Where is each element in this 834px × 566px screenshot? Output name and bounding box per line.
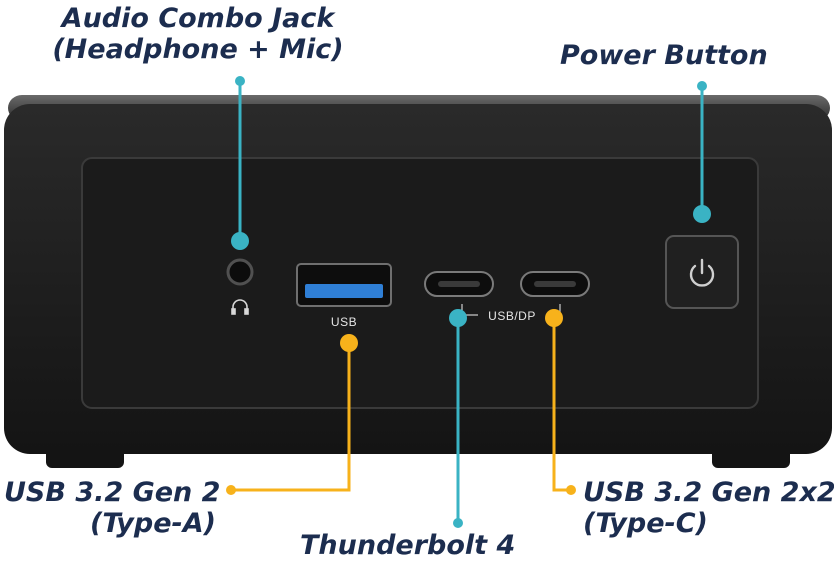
headphone-icon bbox=[231, 299, 249, 315]
leader-usb-a bbox=[226, 334, 358, 495]
callout-usb-c-line2: (Type-C) bbox=[583, 508, 708, 539]
usb-a-tongue bbox=[305, 284, 383, 298]
leader-thunderbolt bbox=[449, 309, 467, 528]
front-panel bbox=[81, 157, 759, 409]
callout-audio: Audio Combo Jack (Headphone + Mic) bbox=[48, 3, 348, 65]
callout-audio-line2: (Headphone + Mic) bbox=[52, 34, 344, 65]
callout-usb-c: USB 3.2 Gen 2x2 (Type-C) bbox=[583, 477, 834, 539]
leader-usb-c bbox=[545, 309, 576, 495]
callout-usb-c-line1: USB 3.2 Gen 2x2 bbox=[583, 477, 834, 508]
callout-audio-line1: Audio Combo Jack bbox=[61, 3, 335, 34]
callout-power: Power Button bbox=[560, 40, 768, 71]
callout-usb-a-line1: USB 3.2 Gen 2 bbox=[4, 477, 221, 508]
leader-power bbox=[693, 81, 711, 223]
usb-c-port-left-inner bbox=[438, 281, 480, 287]
callout-thunderbolt-line1: Thunderbolt 4 bbox=[300, 530, 516, 561]
callout-power-line1: Power Button bbox=[560, 40, 768, 71]
usb-c-port-right-inner bbox=[534, 281, 576, 287]
usb-port-label: USB bbox=[331, 315, 357, 329]
usbc-port-label: USB/DP bbox=[488, 309, 536, 323]
callout-usb-a-line2: (Type-A) bbox=[90, 508, 216, 539]
leader-audio bbox=[231, 76, 249, 250]
power-icon bbox=[689, 258, 715, 287]
callout-thunderbolt: Thunderbolt 4 bbox=[300, 530, 515, 561]
audio-jack bbox=[226, 258, 254, 286]
callout-usb-a: USB 3.2 Gen 2 (Type-A) bbox=[4, 477, 220, 539]
